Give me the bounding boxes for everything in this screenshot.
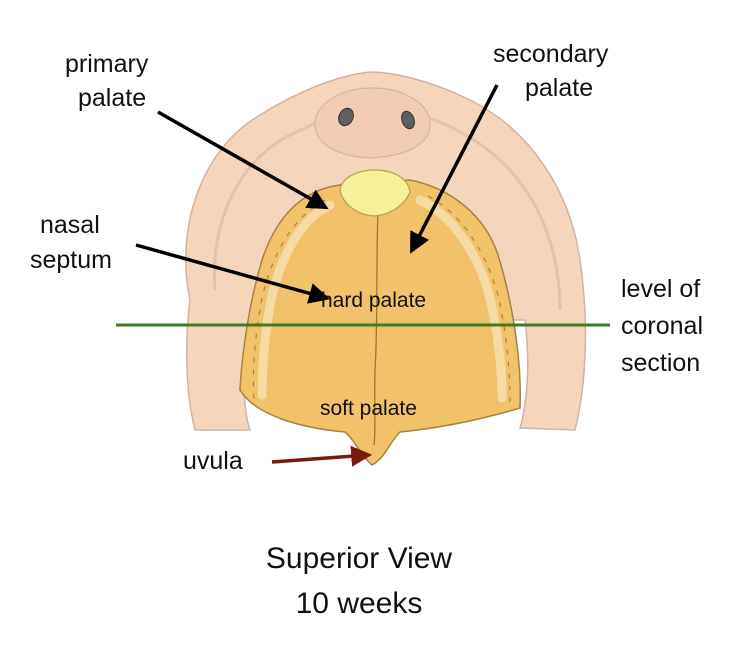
secondary-palate-arrow (410, 84, 499, 254)
label-secondary-palate-line2: palate (525, 74, 593, 102)
caption-age: 10 weeks (296, 587, 423, 620)
label-level-line1: level of (621, 275, 700, 303)
right-shelf-band (415, 195, 507, 403)
label-nasal-septum-line1: nasal (40, 211, 100, 239)
palate-shape (239, 179, 522, 466)
label-level-line2: coronal (621, 312, 703, 340)
left-shelf-edge (252, 199, 326, 401)
label-uvula: uvula (183, 447, 243, 475)
label-level-line3: section (621, 349, 700, 377)
primary-palate-arrow (157, 110, 329, 210)
right-nostril (401, 110, 415, 130)
caption-view: Superior View (266, 542, 453, 575)
label-soft-palate: soft palate (320, 397, 417, 420)
label-primary-palate-line1: primary (65, 50, 149, 78)
label-nasal-septum-line2: septum (30, 246, 112, 274)
label-hard-palate: hard palate (321, 289, 426, 312)
nasal-region (314, 87, 431, 159)
label-primary-palate-line2: palate (78, 84, 146, 112)
uvula-arrow (271, 445, 373, 467)
left-shelf-band (257, 200, 335, 400)
label-secondary-palate-line1: secondary (493, 40, 609, 68)
right-shelf-edge (427, 195, 511, 403)
left-nostril (338, 107, 354, 127)
midline-raphe (373, 211, 379, 446)
primary-palate-shape (339, 169, 411, 217)
nasal-septum-arrow (135, 243, 331, 304)
